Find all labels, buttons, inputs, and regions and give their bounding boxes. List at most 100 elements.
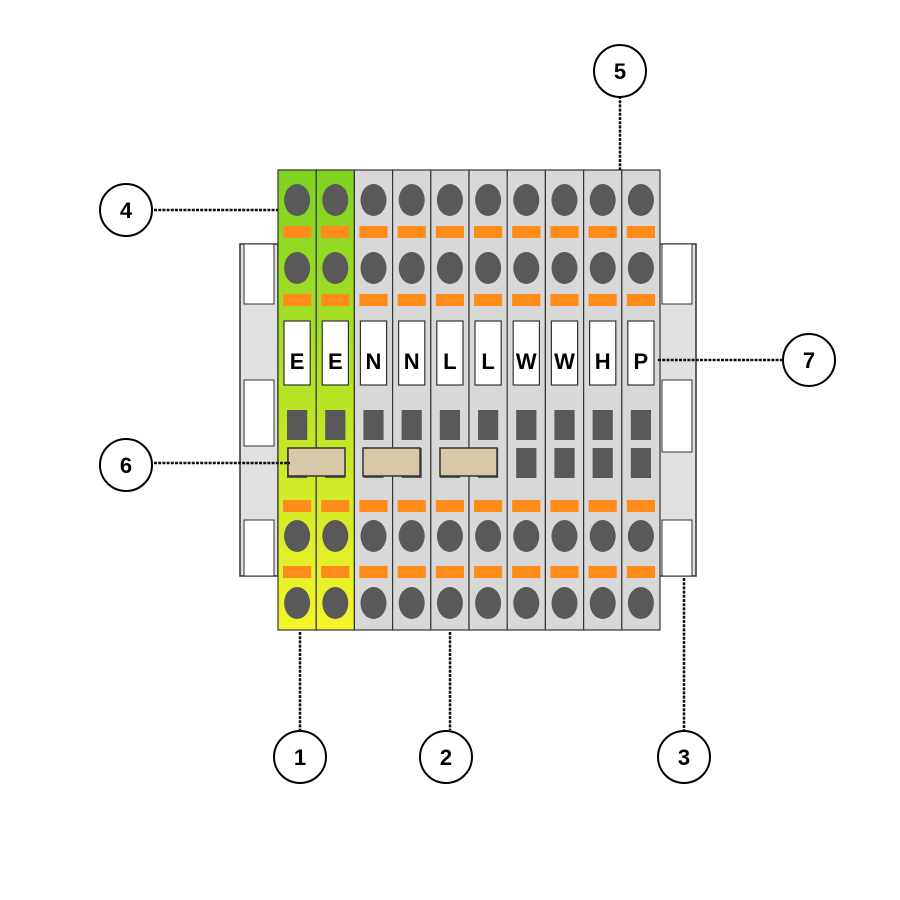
spring-lever: [397, 294, 426, 306]
callout-7: 7: [782, 333, 836, 387]
screw-icon: [436, 587, 463, 619]
screw-icon: [627, 520, 654, 552]
test-socket: [554, 448, 575, 478]
screw-icon: [551, 184, 578, 216]
spring-lever: [435, 226, 464, 238]
spring-lever: [550, 226, 579, 238]
test-socket: [478, 410, 499, 440]
spring-lever: [321, 500, 350, 512]
test-socket: [592, 410, 613, 440]
spring-lever: [512, 226, 541, 238]
screw-icon: [627, 587, 654, 619]
screw-icon: [398, 252, 425, 284]
screw-icon: [513, 520, 540, 552]
spring-lever: [588, 500, 617, 512]
marker-plate: [359, 320, 388, 386]
marker-plate: [474, 320, 502, 386]
terminal-label: N: [404, 349, 420, 374]
screw-icon: [475, 587, 502, 619]
terminal-module: W: [506, 169, 547, 631]
callout-number: 5: [614, 59, 626, 84]
terminal-body: [468, 169, 508, 631]
screw-icon: [322, 587, 349, 619]
marker-plate: [588, 320, 617, 386]
terminal-label: W: [554, 349, 575, 374]
spring-lever: [512, 294, 541, 306]
terminal-module: N: [392, 169, 432, 631]
test-socket: [325, 410, 346, 440]
callout-number: 1: [294, 745, 306, 770]
spring-lever: [283, 500, 312, 512]
terminal-label: H: [595, 349, 611, 374]
spring-lever: [359, 226, 388, 238]
screw-icon: [589, 520, 616, 552]
callouts: 1 2 3 4 5 6 7: [99, 44, 836, 784]
spring-lever: [283, 294, 312, 306]
screw-icon: [627, 184, 654, 216]
spring-lever: [397, 566, 426, 578]
spring-lever: [626, 294, 655, 306]
spring-lever: [435, 500, 464, 512]
screw-icon: [398, 184, 425, 216]
terminal-body: [544, 169, 585, 631]
end-bracket-left: [239, 243, 279, 577]
spring-lever: [359, 566, 388, 578]
spring-lever: [588, 226, 617, 238]
terminal-label: E: [290, 349, 305, 374]
screw-icon: [284, 184, 311, 216]
spring-lever: [283, 226, 312, 238]
terminal-label: N: [366, 349, 382, 374]
test-socket: [401, 410, 422, 440]
spring-lever: [550, 294, 579, 306]
spring-lever: [626, 226, 655, 238]
jumper-bridge: [439, 447, 498, 477]
screw-icon: [322, 184, 349, 216]
spring-lever: [512, 500, 541, 512]
screw-icon: [284, 252, 311, 284]
test-socket: [554, 410, 575, 440]
screw-icon: [436, 252, 463, 284]
terminal-label: E: [328, 349, 343, 374]
callout-1: 1: [273, 730, 327, 784]
screw-icon: [284, 587, 311, 619]
spring-lever: [283, 566, 312, 578]
callout-number: 3: [678, 745, 690, 770]
callout-number: 2: [440, 745, 452, 770]
terminal-label: P: [634, 349, 649, 374]
test-socket: [439, 410, 460, 440]
screw-icon: [627, 252, 654, 284]
terminal-module: N: [353, 169, 394, 631]
terminal-body: [392, 169, 432, 631]
spring-lever: [321, 294, 350, 306]
spring-lever: [588, 566, 617, 578]
terminal-body: [353, 169, 394, 631]
screw-icon: [398, 587, 425, 619]
terminal-body: [621, 169, 661, 631]
screw-icon: [360, 587, 387, 619]
terminal-module: E: [277, 169, 317, 631]
screw-icon: [360, 252, 387, 284]
marker-plate: [550, 320, 579, 386]
terminal-label: W: [516, 349, 537, 374]
screw-icon: [475, 520, 502, 552]
spring-lever: [321, 566, 350, 578]
test-socket: [630, 448, 651, 478]
marker-plate: [283, 320, 311, 386]
spring-lever: [550, 566, 579, 578]
screw-icon: [322, 520, 349, 552]
test-socket: [630, 410, 651, 440]
marker-plate: [436, 320, 464, 386]
screw-icon: [513, 252, 540, 284]
screw-icon: [551, 520, 578, 552]
spring-lever: [435, 294, 464, 306]
end-bracket-right: [657, 243, 697, 577]
terminal-module: W: [544, 169, 585, 631]
spring-lever: [512, 566, 541, 578]
screw-icon: [436, 520, 463, 552]
callout-number: 4: [120, 198, 133, 223]
terminal-body: [582, 169, 623, 631]
callout-4: 4: [99, 183, 153, 237]
spring-lever: [474, 226, 503, 238]
callout-3: 3: [657, 730, 711, 784]
